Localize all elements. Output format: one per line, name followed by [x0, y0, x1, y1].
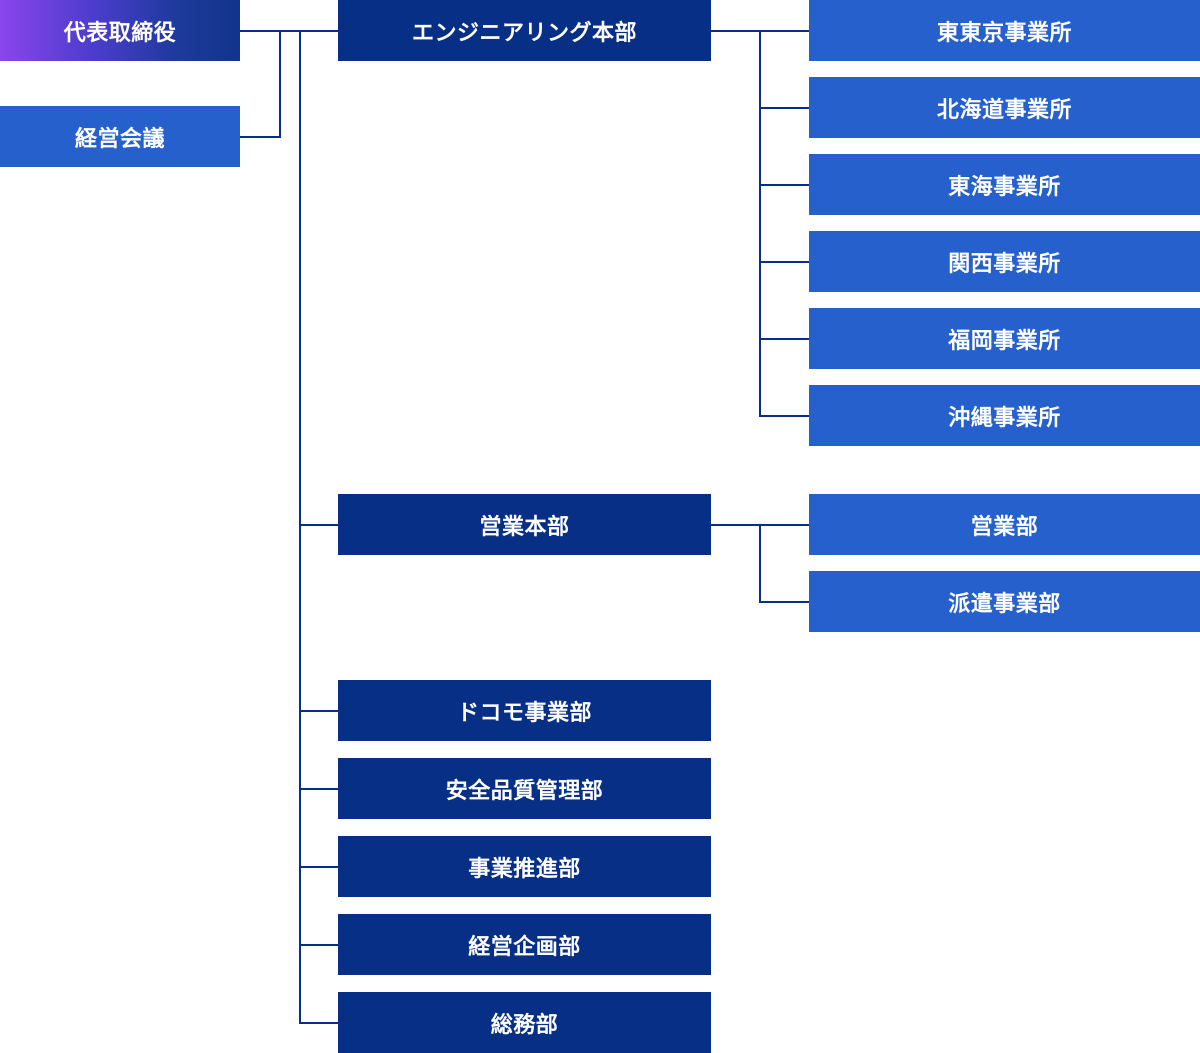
dept-label: 経営企画部 — [468, 934, 581, 960]
dept-label: 営業本部 — [479, 514, 570, 540]
main-trunk-line — [299, 30, 301, 1024]
sales-unit-label: 派遣事業部 — [948, 591, 1061, 617]
connector-line — [240, 136, 280, 138]
ceo-box: 代表取締役 — [0, 0, 240, 61]
connector-line — [759, 338, 809, 340]
dept-docomo: ドコモ事業部 — [338, 680, 711, 741]
dept-sales: 営業本部 — [338, 494, 711, 555]
sales-trunk-line — [759, 524, 761, 602]
office-box: 東海事業所 — [809, 154, 1200, 215]
dept-label: 総務部 — [490, 1012, 559, 1038]
sales-unit-label: 営業部 — [970, 514, 1039, 540]
connector-line — [759, 261, 809, 263]
sales-unit-box: 派遣事業部 — [809, 571, 1200, 632]
office-label: 関西事業所 — [948, 251, 1061, 277]
office-box: 北海道事業所 — [809, 77, 1200, 138]
dept-label: 事業推進部 — [468, 856, 581, 882]
office-label: 東東京事業所 — [936, 20, 1072, 46]
dept-business-promotion: 事業推進部 — [338, 836, 711, 897]
office-label: 沖縄事業所 — [948, 405, 1061, 431]
connector-line — [759, 601, 809, 603]
office-box: 関西事業所 — [809, 231, 1200, 292]
connector-line — [299, 524, 338, 526]
connector-line — [759, 415, 809, 417]
connector-line — [299, 788, 338, 790]
office-label: 福岡事業所 — [948, 328, 1061, 354]
council-label: 経営会議 — [74, 126, 165, 152]
connector-line — [240, 30, 338, 32]
connector-line — [299, 944, 338, 946]
council-box: 経営会議 — [0, 106, 240, 167]
dept-corporate-planning: 経営企画部 — [338, 914, 711, 975]
connector-line — [759, 107, 809, 109]
connector-line — [299, 710, 338, 712]
connector-line — [299, 866, 338, 868]
office-box: 東東京事業所 — [809, 0, 1200, 61]
office-box: 福岡事業所 — [809, 308, 1200, 369]
office-label: 東海事業所 — [948, 174, 1061, 200]
sales-unit-box: 営業部 — [809, 494, 1200, 555]
office-label: 北海道事業所 — [936, 97, 1072, 123]
ceo-label: 代表取締役 — [63, 20, 177, 46]
dept-label: 安全品質管理部 — [445, 778, 604, 804]
office-trunk-line — [759, 30, 761, 416]
dept-label: エンジニアリング本部 — [411, 20, 637, 46]
dept-safety-quality: 安全品質管理部 — [338, 758, 711, 819]
connector-line — [759, 184, 809, 186]
office-box: 沖縄事業所 — [809, 385, 1200, 446]
dept-general-affairs: 総務部 — [338, 992, 711, 1053]
connector-line — [279, 30, 281, 138]
dept-label: ドコモ事業部 — [456, 700, 592, 726]
connector-line — [299, 1022, 338, 1024]
dept-engineering: エンジニアリング本部 — [338, 0, 711, 61]
